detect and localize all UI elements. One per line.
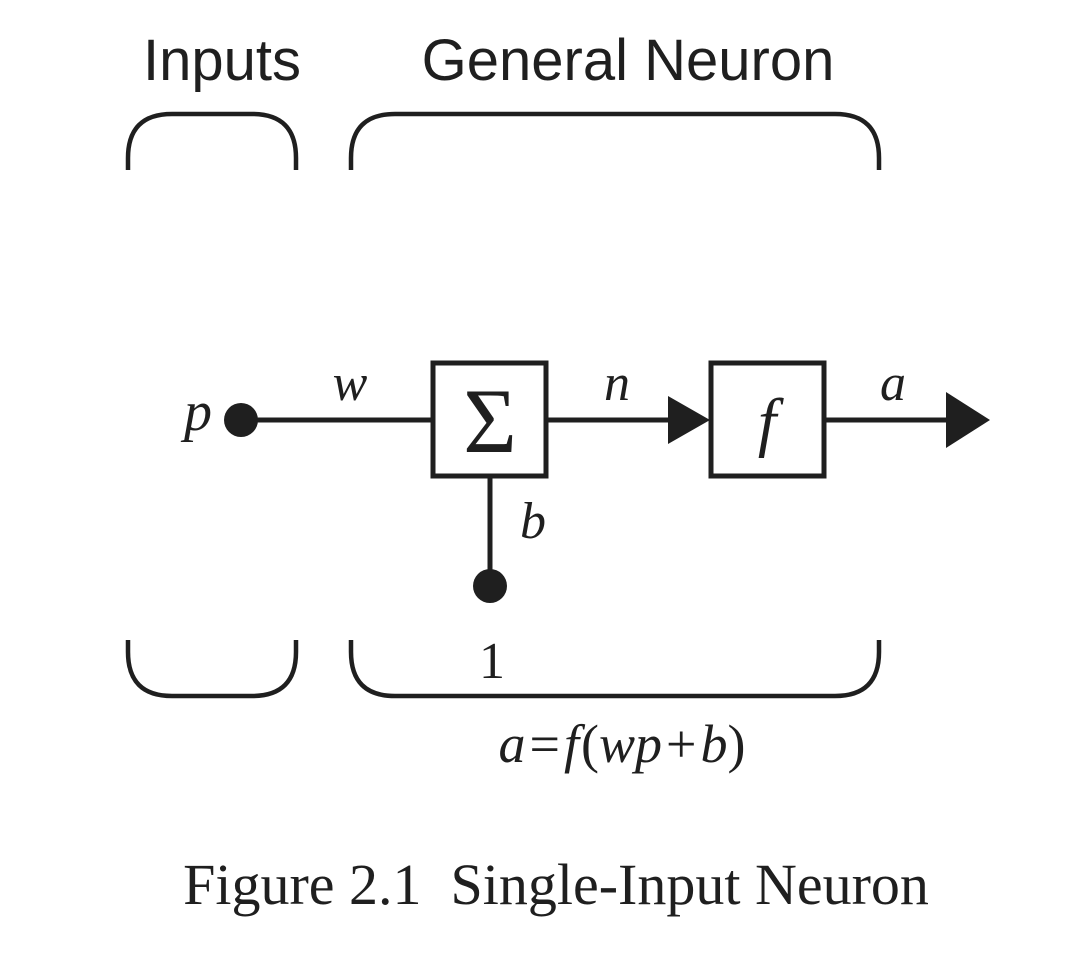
neuron-bottom-brace bbox=[348, 640, 882, 699]
net-input-arrowhead bbox=[668, 396, 710, 444]
general-neuron-header: General Neuron bbox=[422, 28, 835, 93]
equation-open-paren: ( bbox=[581, 714, 599, 774]
figure-caption: Figure 2.1 Single-Input Neuron bbox=[183, 852, 929, 917]
equation-b: b bbox=[700, 714, 727, 774]
equation-close-paren: ) bbox=[727, 714, 745, 774]
equation-equals: = bbox=[530, 714, 560, 774]
output-arrowhead bbox=[946, 392, 990, 448]
net-input-label: n bbox=[604, 355, 630, 412]
equation-a: a bbox=[499, 714, 526, 774]
bias-label: b bbox=[520, 493, 546, 550]
weight-label: w bbox=[333, 355, 368, 412]
equation-plus: + bbox=[666, 714, 696, 774]
transfer-function-symbol: f bbox=[758, 386, 784, 459]
bias-input-label: 1 bbox=[479, 633, 505, 690]
sum-symbol: Σ bbox=[463, 370, 517, 472]
neuron-top-brace bbox=[348, 111, 882, 170]
output-label: a bbox=[880, 355, 906, 412]
equation-wp: wp bbox=[599, 714, 662, 774]
neuron-equation: a=f(wp+b) bbox=[499, 714, 746, 774]
inputs-header: Inputs bbox=[143, 28, 301, 93]
inputs-bottom-brace bbox=[125, 640, 299, 699]
inputs-top-brace bbox=[125, 111, 299, 170]
bias-node bbox=[473, 569, 507, 603]
input-label: p bbox=[180, 381, 212, 443]
